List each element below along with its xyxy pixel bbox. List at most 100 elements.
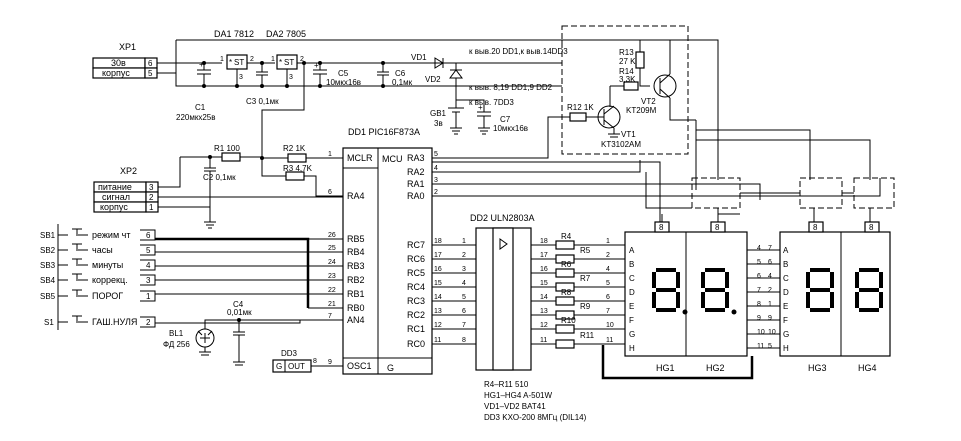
xp1-pin-number: 6	[148, 59, 153, 68]
r14-ref: R14	[619, 67, 634, 76]
dd1-pin-name: RA1	[407, 179, 425, 189]
rail-top	[176, 39, 563, 44]
display-pin: 11	[606, 337, 613, 344]
switch-pin: 6	[146, 231, 151, 240]
dd2-in-pin: 3	[462, 266, 466, 273]
dd1-pin-name: RC7	[407, 240, 425, 250]
xp1-pin-label: корпус	[102, 68, 130, 78]
seven-segment-digits: 8.8.88	[652, 268, 883, 315]
segment-resistor	[555, 324, 575, 334]
dd2-out-pin: 14	[540, 294, 548, 301]
segment-letter: A	[783, 246, 789, 255]
segment-resistor	[555, 310, 575, 320]
display-pin: 6	[757, 273, 761, 280]
da1-regulator: DA1 7812 * ST 1 2 3	[214, 29, 254, 88]
transistor-block-outline	[561, 25, 689, 155]
dd2-output-resistors: 18R4117R5216R6415R7514R8613R9712R101011R…	[531, 232, 625, 349]
xp1-pin-number: 5	[148, 69, 153, 78]
dd2-out-pin: 16	[540, 266, 548, 273]
dd1-pin-name: RC0	[407, 339, 425, 349]
segment	[705, 308, 725, 312]
segment	[810, 268, 830, 272]
vt2-value: KT209M	[626, 106, 657, 115]
c2-ref: C2 0,1мк	[203, 173, 236, 182]
segment	[656, 308, 676, 312]
dd2-ref: DD2 ULN2803A	[470, 213, 535, 223]
display-label: HG3	[808, 363, 827, 373]
segment-resistor-ref: R4	[561, 232, 572, 241]
digit-hg2: 8.	[701, 268, 737, 315]
segment-letter: A	[629, 246, 635, 255]
dd1-pin-name: RB5	[347, 234, 365, 244]
dd1-pin-number: 12	[434, 322, 442, 329]
c5-capacitor: + C5 10мкх16в	[313, 61, 361, 88]
segment	[806, 292, 810, 308]
display-pin: 5	[757, 259, 761, 266]
key-block	[799, 177, 843, 209]
dd1-pin-number: 1	[328, 151, 332, 158]
vt1-transistor: VT1 KT3102AM	[597, 105, 641, 149]
switch-label: режим чт	[92, 230, 130, 240]
segment	[652, 292, 656, 308]
r2-ref: R2 1K	[283, 144, 306, 153]
rail-ground	[157, 72, 562, 87]
display-pin: 10	[757, 329, 765, 336]
svg-text:8: 8	[659, 223, 664, 232]
display-pin: 9	[757, 315, 761, 322]
display-pin: 7	[757, 287, 761, 294]
segment	[830, 272, 834, 288]
dd1-pin-name: RA0	[407, 191, 425, 201]
dd1-pin-number: 23	[328, 273, 336, 280]
xp2-ref: XP2	[120, 166, 137, 176]
segment	[676, 272, 680, 288]
vd1-note: к выв.20 DD1,к выв.14DD3	[469, 47, 568, 56]
dd1-pin-number: 7	[328, 313, 332, 320]
bl1-value: ФД 256	[163, 340, 190, 349]
segment-resistor	[555, 268, 575, 278]
dd1-mcu-label: MCU	[382, 154, 403, 164]
svg-text:+: +	[478, 103, 483, 112]
dd1-pin-number: 15	[434, 280, 442, 287]
dd1-pin-name: AN4	[347, 315, 365, 325]
switch-label: коррекц.	[92, 275, 128, 285]
display-pin: 6	[606, 294, 610, 301]
segment	[701, 272, 705, 288]
da2-ref: DA2 7805	[266, 29, 306, 39]
dd1-pin-number: 26	[328, 232, 336, 239]
display-pin: 7	[768, 245, 772, 252]
display-pin: 11	[757, 343, 764, 350]
switch-label: ПОРОГ	[92, 291, 123, 301]
r14-resistor: R14 3,3K	[619, 67, 639, 91]
segment-resistor-ref: R10	[561, 316, 576, 325]
dd1-pin-number: 21	[328, 301, 336, 308]
r2-resistor: R2 1K	[283, 144, 307, 163]
r3-resistor: R3 4,7K	[283, 164, 313, 181]
segment-letter: C	[629, 274, 635, 283]
switch-pin: 2	[146, 318, 151, 327]
c5-ref: C5	[338, 69, 349, 78]
dd2-in-pin: 1	[462, 238, 466, 245]
segment-letter: G	[783, 330, 789, 339]
common-pins: 8 8 8 8	[654, 221, 880, 233]
switch-pin: 1	[146, 292, 151, 301]
xp2-pin-label: сигнал	[102, 192, 130, 202]
segment	[810, 308, 830, 312]
bl1-photodiode: BL1 ФД 256	[163, 328, 215, 349]
dd1-pin-name: RB1	[347, 289, 365, 299]
segment-letter: D	[629, 288, 635, 297]
segment-resistor-ref: R8	[561, 288, 572, 297]
r13-value: 27 K	[619, 57, 636, 66]
display-pin: 5	[768, 343, 772, 350]
segment-letter: B	[629, 260, 634, 269]
gb1-battery: GB1 3в	[430, 86, 464, 135]
parts-notes: R4–R11 510 HG1–HG4 A-501W VD1–VD2 BAT41 …	[484, 380, 587, 422]
segment	[725, 272, 729, 288]
r13-ref: R13	[619, 48, 634, 57]
digit-hg1: 8.	[652, 268, 688, 315]
segment-letter: F	[783, 316, 788, 325]
